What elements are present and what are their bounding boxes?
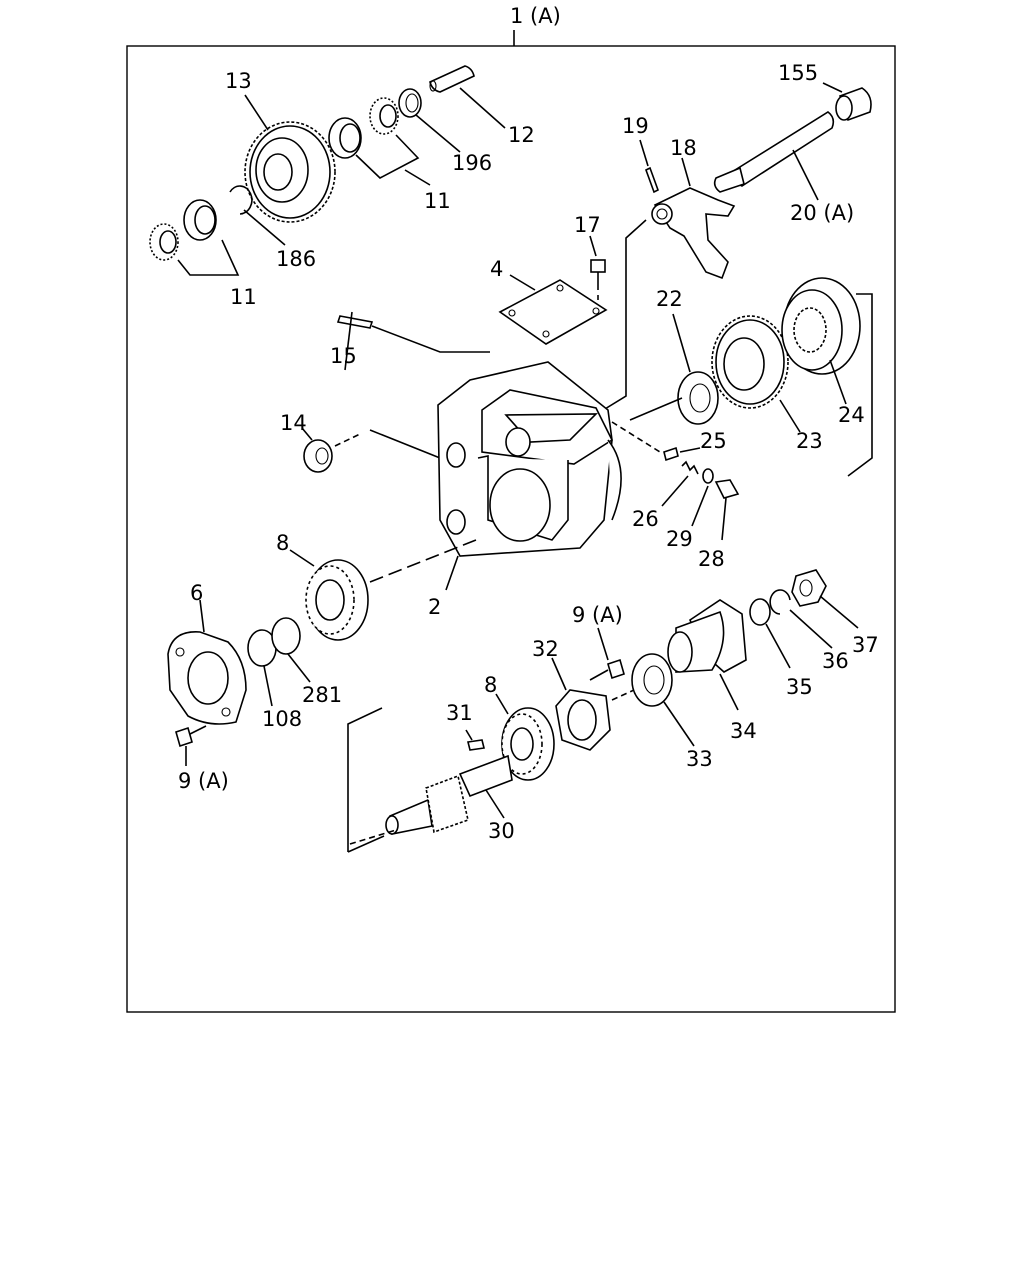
label-32: 32 (532, 637, 559, 661)
label-34: 34 (730, 719, 757, 743)
pin-25 (663, 446, 679, 462)
ball-bearing-8-lower (501, 707, 555, 781)
transfer-case-housing-2 (437, 361, 622, 557)
label-2: 2 (428, 595, 441, 619)
shift-fork-18 (651, 187, 736, 280)
label-31: 31 (446, 701, 473, 725)
label-14: 14 (280, 411, 307, 435)
bolt-17 (590, 259, 606, 290)
washer-29 (702, 468, 714, 484)
oil-seal-33 (631, 653, 673, 707)
bolt-28 (714, 479, 740, 499)
label-8-upper: 8 (276, 531, 289, 555)
shaft-12 (429, 65, 475, 93)
retainer-32 (555, 689, 611, 751)
label-24: 24 (838, 403, 865, 427)
label-11-left: 11 (230, 285, 257, 309)
label-29: 29 (666, 527, 693, 551)
diagram-frame (126, 45, 896, 1013)
label-11-top: 11 (424, 189, 451, 213)
label-20a: 20 (A) (790, 201, 854, 225)
label-13: 13 (225, 69, 252, 93)
pin-15 (336, 315, 374, 329)
label-35: 35 (786, 675, 813, 699)
label-37: 37 (852, 633, 879, 657)
key-31 (467, 739, 485, 751)
label-19: 19 (622, 114, 649, 138)
label-281: 281 (302, 683, 342, 707)
seal-281 (271, 617, 301, 655)
label-12: 12 (508, 123, 535, 147)
pin-19 (645, 166, 659, 194)
label-6: 6 (190, 581, 203, 605)
label-17: 17 (574, 213, 601, 237)
label-28: 28 (698, 547, 725, 571)
output-shaft-30 (385, 754, 513, 835)
retainer-plate-6 (167, 631, 247, 725)
shift-rod-20a (713, 111, 835, 193)
label-26: 26 (632, 507, 659, 531)
label-196: 196 (452, 151, 492, 175)
label-4: 4 (490, 257, 503, 281)
ball-bearing-8-upper (305, 559, 369, 641)
bearing-11-top (328, 97, 399, 159)
label-155: 155 (778, 61, 818, 85)
label-33: 33 (686, 747, 713, 771)
spring-26 (681, 460, 699, 475)
washer-35 (749, 598, 771, 626)
label-23: 23 (796, 429, 823, 453)
label-30: 30 (488, 819, 515, 843)
washer-36 (769, 589, 791, 615)
bolt-9a-left (175, 725, 207, 748)
label-108: 108 (262, 707, 302, 731)
label-18: 18 (670, 136, 697, 160)
spacer-22 (677, 371, 719, 425)
gear-23 (711, 315, 789, 409)
bushing-155 (835, 87, 872, 122)
snap-ring-186 (229, 185, 253, 215)
diagram-title: 1 (A) (510, 4, 561, 28)
label-36: 36 (822, 649, 849, 673)
bolt-9a-right (589, 658, 625, 681)
flange-34 (667, 599, 747, 673)
gear-13 (244, 121, 336, 223)
label-25: 25 (700, 429, 727, 453)
sleeve-24 (781, 277, 861, 375)
label-8-lower: 8 (484, 673, 497, 697)
nut-37 (791, 569, 827, 607)
label-9a-right: 9 (A) (572, 603, 623, 627)
label-15: 15 (330, 344, 357, 368)
bearing-14 (303, 439, 333, 473)
cover-plate-4 (498, 279, 608, 345)
label-22: 22 (656, 287, 683, 311)
label-9a-left: 9 (A) (178, 769, 229, 793)
bearing-11-left (149, 199, 217, 261)
label-186: 186 (276, 247, 316, 271)
